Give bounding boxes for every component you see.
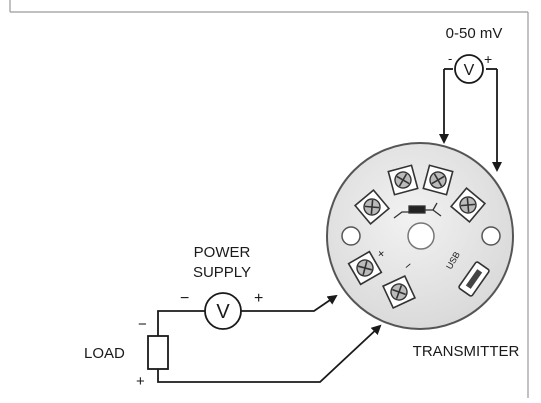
sensor-terminal-1 xyxy=(353,188,391,226)
load-resistor xyxy=(147,335,169,370)
voltmeter-top: V - + xyxy=(439,51,502,172)
sensor-terminal-4 xyxy=(449,186,487,224)
voltmeter-top-circle xyxy=(454,54,484,84)
frame xyxy=(9,0,529,398)
power-supply: POWER SUPPLY V − + xyxy=(180,244,263,330)
power-terminal-minus xyxy=(381,274,417,310)
sensor-symbol xyxy=(393,202,442,219)
wire-load-to-supply xyxy=(157,310,205,336)
power-supply-minus: − xyxy=(180,290,189,307)
sensor-terminal-3 xyxy=(422,164,454,196)
transmitter-head: + − USB xyxy=(326,142,514,330)
voltmeter-top-symbol: V xyxy=(464,62,475,79)
voltmeter-range-label: 0-50 mV xyxy=(446,25,503,42)
power-terminal-plus xyxy=(347,250,383,286)
power-supply-meter-symbol: V xyxy=(216,301,230,323)
power-supply-plus: + xyxy=(254,290,263,307)
mounting-hole-right xyxy=(481,226,501,246)
load-plus: + xyxy=(136,373,145,390)
mounting-hole-left xyxy=(341,226,361,246)
load-minus: − xyxy=(138,316,147,333)
sensor-terminal-2 xyxy=(387,164,419,196)
voltmeter-top-plus: + xyxy=(484,51,492,67)
load: LOAD − + xyxy=(84,316,169,390)
wiring xyxy=(157,294,382,383)
transmitter-label: TRANSMITTER xyxy=(413,343,520,360)
load-label: LOAD xyxy=(84,345,125,362)
wire-supply-to-transmitter-plus xyxy=(241,294,338,312)
power-supply-label-line1: POWER xyxy=(194,244,251,261)
usb-port xyxy=(458,261,490,297)
wire-load-to-transmitter-minus xyxy=(157,324,382,383)
power-supply-label-line2: SUPPLY xyxy=(193,264,251,281)
voltmeter-top-minus: - xyxy=(448,51,452,66)
center-hole xyxy=(407,222,435,250)
